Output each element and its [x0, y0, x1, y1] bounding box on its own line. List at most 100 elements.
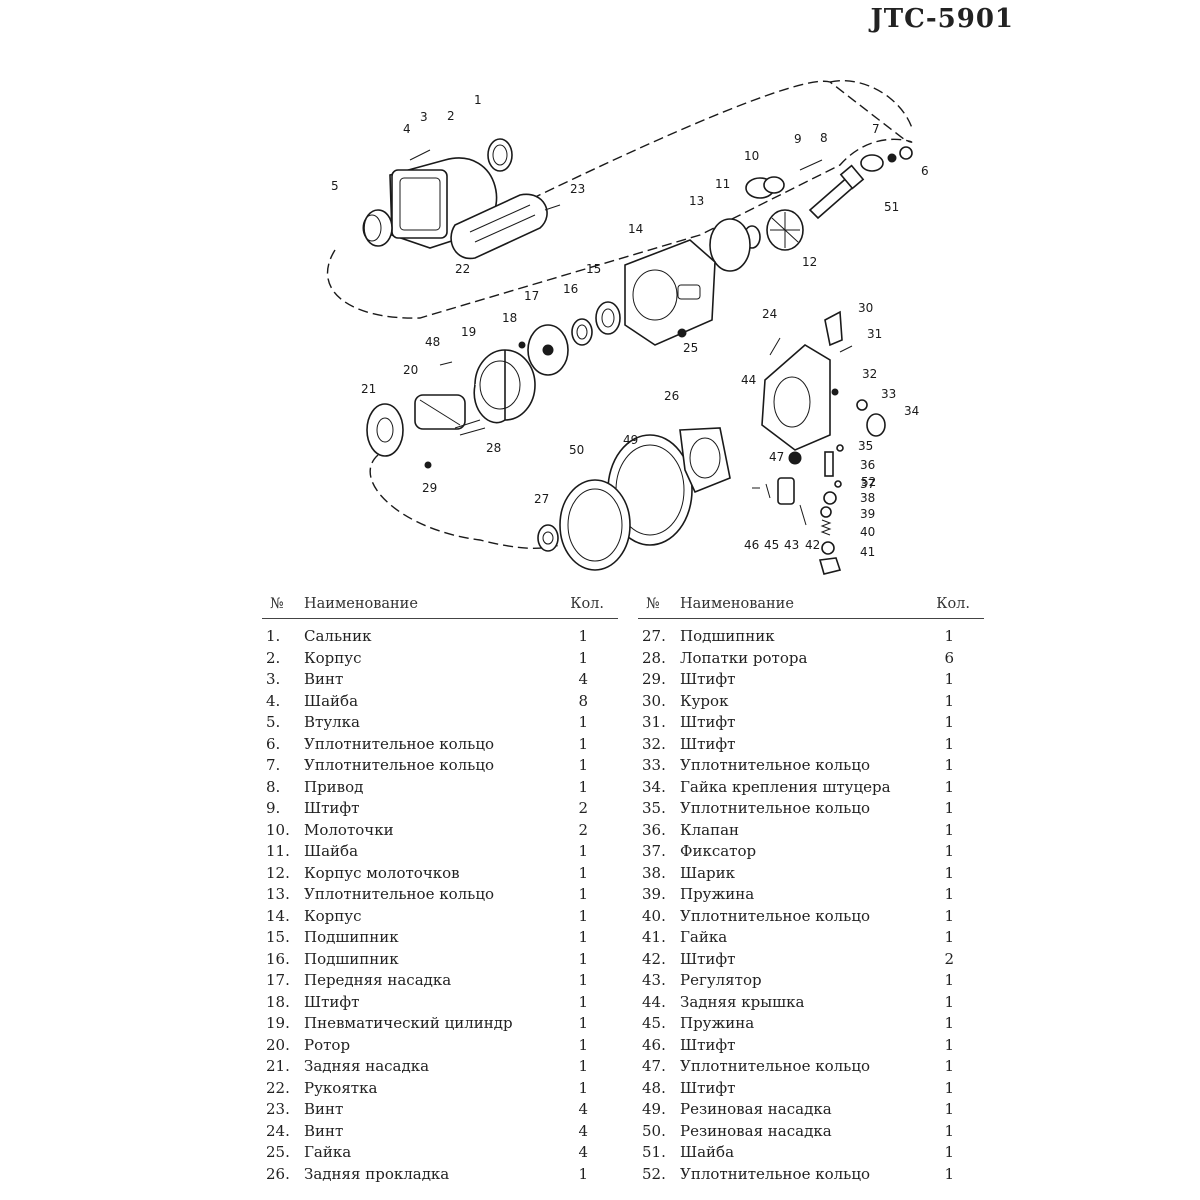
row-name: Передняя насадка	[304, 971, 452, 989]
part-oring-35	[836, 444, 844, 452]
assembly-line-lower	[369, 454, 561, 549]
row-name: Штифт	[304, 799, 360, 817]
callout-label: 19	[461, 325, 476, 339]
row-qty: 1	[578, 842, 588, 860]
row-qty: 1	[578, 648, 588, 667]
callout-label: 36	[860, 458, 875, 472]
row-number: 36.	[642, 820, 666, 839]
part-retainer-37	[823, 491, 837, 505]
callout-label: 12	[802, 255, 817, 269]
exploded-parts-diagram: 1234567891011121314151617181920212223242…	[326, 80, 929, 575]
part-pin-42	[799, 504, 807, 526]
callout-label: 51	[884, 200, 899, 214]
row-name: Шайба	[680, 1143, 735, 1161]
row-name: Втулка	[304, 713, 360, 731]
part-oring-47	[788, 451, 802, 465]
row-qty: 1	[578, 928, 588, 946]
callout-label: 24	[762, 307, 777, 321]
row-name: Уплотнительное кольцо	[680, 756, 871, 774]
callout-label: 14	[628, 222, 643, 236]
row-name: Ротор	[304, 1035, 351, 1054]
part-washer-51	[860, 154, 884, 172]
part-pin-29	[424, 461, 432, 469]
header-qty: Кол.	[570, 596, 604, 612]
row-name: Уплотнительное кольцо	[680, 906, 871, 925]
row-number: 43.	[642, 971, 666, 989]
part-valve-36	[824, 451, 834, 477]
row-number: 44.	[642, 992, 666, 1011]
part-bearing-16	[571, 318, 593, 346]
row-number: 29.	[642, 670, 666, 688]
header-name: Наименование	[680, 596, 794, 612]
part-cylinder-19	[473, 349, 536, 424]
row-number: 25.	[266, 1143, 290, 1161]
row-number: 14.	[266, 906, 290, 925]
row-number: 24.	[266, 1121, 290, 1140]
callout-label: 18	[502, 311, 517, 325]
row-number: 31.	[642, 713, 666, 731]
callout-label: 1	[474, 93, 482, 107]
row-name: Штифт	[680, 1078, 736, 1097]
callout-label: 44	[741, 373, 756, 387]
model-code: JTC-5901	[870, 4, 1014, 34]
row-qty: 1	[578, 734, 588, 753]
row-name: Штифт	[304, 992, 360, 1011]
row-number: 28.	[642, 648, 666, 667]
row-qty: 8	[578, 691, 588, 710]
callout-label: 26	[664, 389, 679, 403]
row-qty: 1	[944, 670, 954, 688]
part-oring-13	[709, 218, 751, 272]
row-qty: 4	[578, 1100, 588, 1118]
row-number: 17.	[266, 971, 290, 989]
row-name: Шарик	[680, 863, 736, 882]
row-number: 2.	[266, 648, 281, 667]
row-qty: 4	[578, 1143, 588, 1161]
row-name: Задняя прокладка	[304, 1164, 450, 1183]
table-row: 26. Задняя прокладка 1	[262, 1165, 618, 1187]
callout-label: 21	[361, 382, 376, 396]
row-number: 11.	[266, 842, 290, 860]
row-qty: 1	[578, 1057, 588, 1075]
callout-label: 31	[867, 327, 882, 341]
row-qty: 1	[944, 1078, 954, 1097]
row-qty: 1	[944, 713, 954, 731]
callout-label: 13	[689, 194, 704, 208]
row-number: 39.	[642, 885, 666, 903]
row-qty: 1	[578, 1164, 588, 1183]
row-number: 20.	[266, 1035, 290, 1054]
part-oring-52	[834, 480, 842, 488]
row-qty: 1	[578, 1014, 588, 1032]
callout-label: 32	[862, 367, 877, 381]
row-number: 26.	[266, 1164, 290, 1183]
row-name: Уплотнительное кольцо	[304, 734, 495, 753]
row-name: Корпус молоточков	[304, 863, 460, 882]
part-regulator-43	[777, 477, 795, 505]
row-name: Резиновая насадка	[680, 1121, 832, 1140]
row-number: 3.	[266, 670, 281, 688]
callout-label: 33	[881, 387, 896, 401]
callout-label: 42	[805, 538, 820, 552]
row-name: Пружина	[680, 1014, 755, 1032]
row-name: Фиксатор	[680, 842, 757, 860]
row-number: 47.	[642, 1057, 666, 1075]
callout-label: 10	[744, 149, 759, 163]
part-rubber-boot-50	[559, 479, 631, 571]
